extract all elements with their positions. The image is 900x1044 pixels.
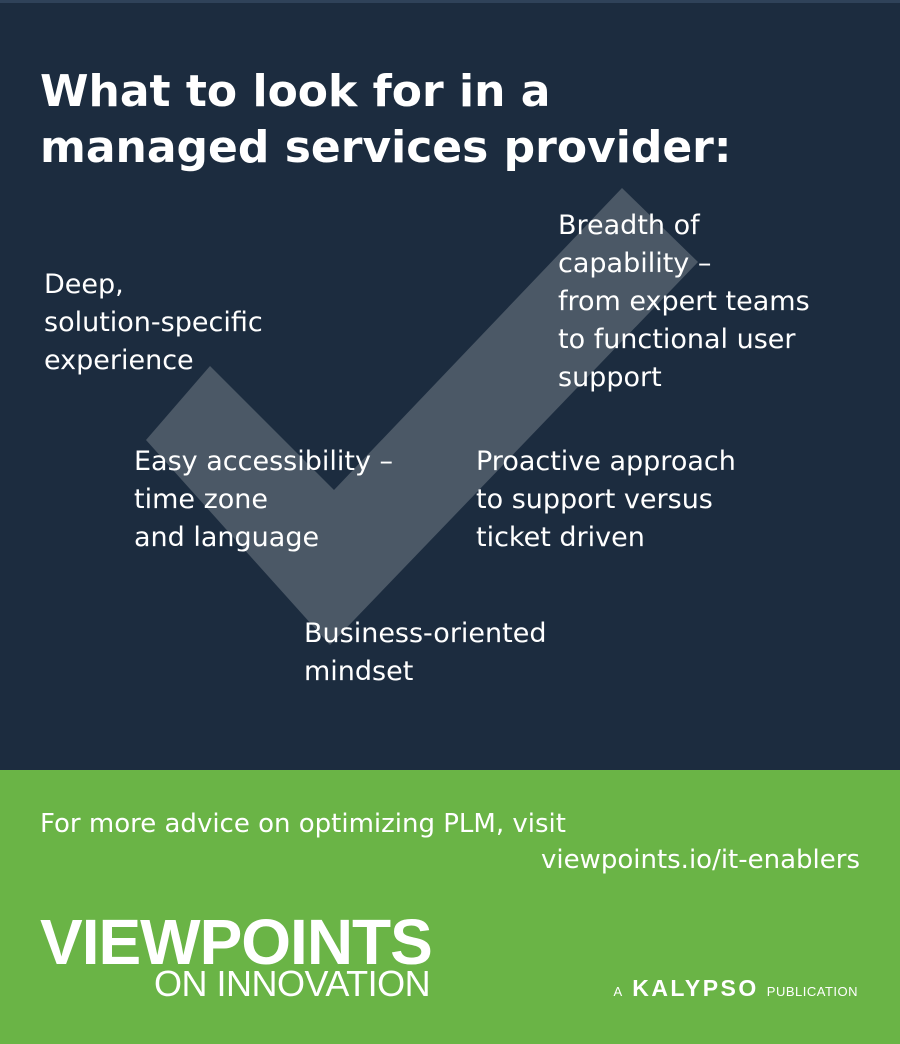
title-line-1: What to look for in a <box>40 66 551 117</box>
footer-panel: For more advice on optimizing PLM, visit… <box>0 770 900 1044</box>
point-text: to support versus <box>476 484 713 515</box>
point-text: Easy accessibility – <box>134 446 394 477</box>
viewpoints-logo-title: VIEWPOINTS <box>40 906 433 978</box>
point-business-mindset: Business-oriented mindset <box>304 615 624 691</box>
advice-text: For more advice on optimizing PLM, visit <box>40 809 566 839</box>
publication-suffix: PUBLICATION <box>766 984 858 999</box>
point-proactive-approach: Proactive approach to support versus tic… <box>476 443 806 557</box>
page-title: What to look for in a managed services p… <box>40 64 860 176</box>
point-text: support <box>558 362 662 393</box>
point-text: from expert teams <box>558 286 810 317</box>
point-text: mindset <box>304 656 414 687</box>
point-text: and language <box>134 522 320 553</box>
point-text: capability – <box>558 248 712 279</box>
title-line-2: managed services provider: <box>40 122 732 173</box>
point-text: Breadth of <box>558 210 700 241</box>
point-text: experience <box>44 345 194 376</box>
point-text: time zone <box>134 484 268 515</box>
point-text: to functional user <box>558 324 796 355</box>
point-easy-accessibility: Easy accessibility – time zone and langu… <box>134 443 434 557</box>
point-text: Business-oriented <box>304 618 547 649</box>
point-text: Proactive approach <box>476 446 736 477</box>
checkmark-icon <box>146 188 698 645</box>
main-panel: What to look for in a managed services p… <box>0 0 900 770</box>
publication-prefix: A <box>613 984 623 999</box>
point-deep-experience: Deep, solution-specific experience <box>44 266 304 380</box>
top-border <box>0 0 900 3</box>
viewpoints-link[interactable]: viewpoints.io/it-enablers <box>540 845 860 875</box>
point-breadth-of-capability: Breadth of capability – from expert team… <box>558 207 878 397</box>
viewpoints-logo-subtitle: ON INNOVATION <box>154 963 431 1004</box>
point-text: Deep, <box>44 269 124 300</box>
kalypso-publication-mark: A KALYPSO PUBLICATION <box>614 975 858 1002</box>
checkmark-shape <box>146 188 698 645</box>
point-text: solution-specific <box>44 307 263 338</box>
kalypso-logo: KALYPSO <box>632 975 759 1001</box>
point-text: ticket driven <box>476 522 645 553</box>
